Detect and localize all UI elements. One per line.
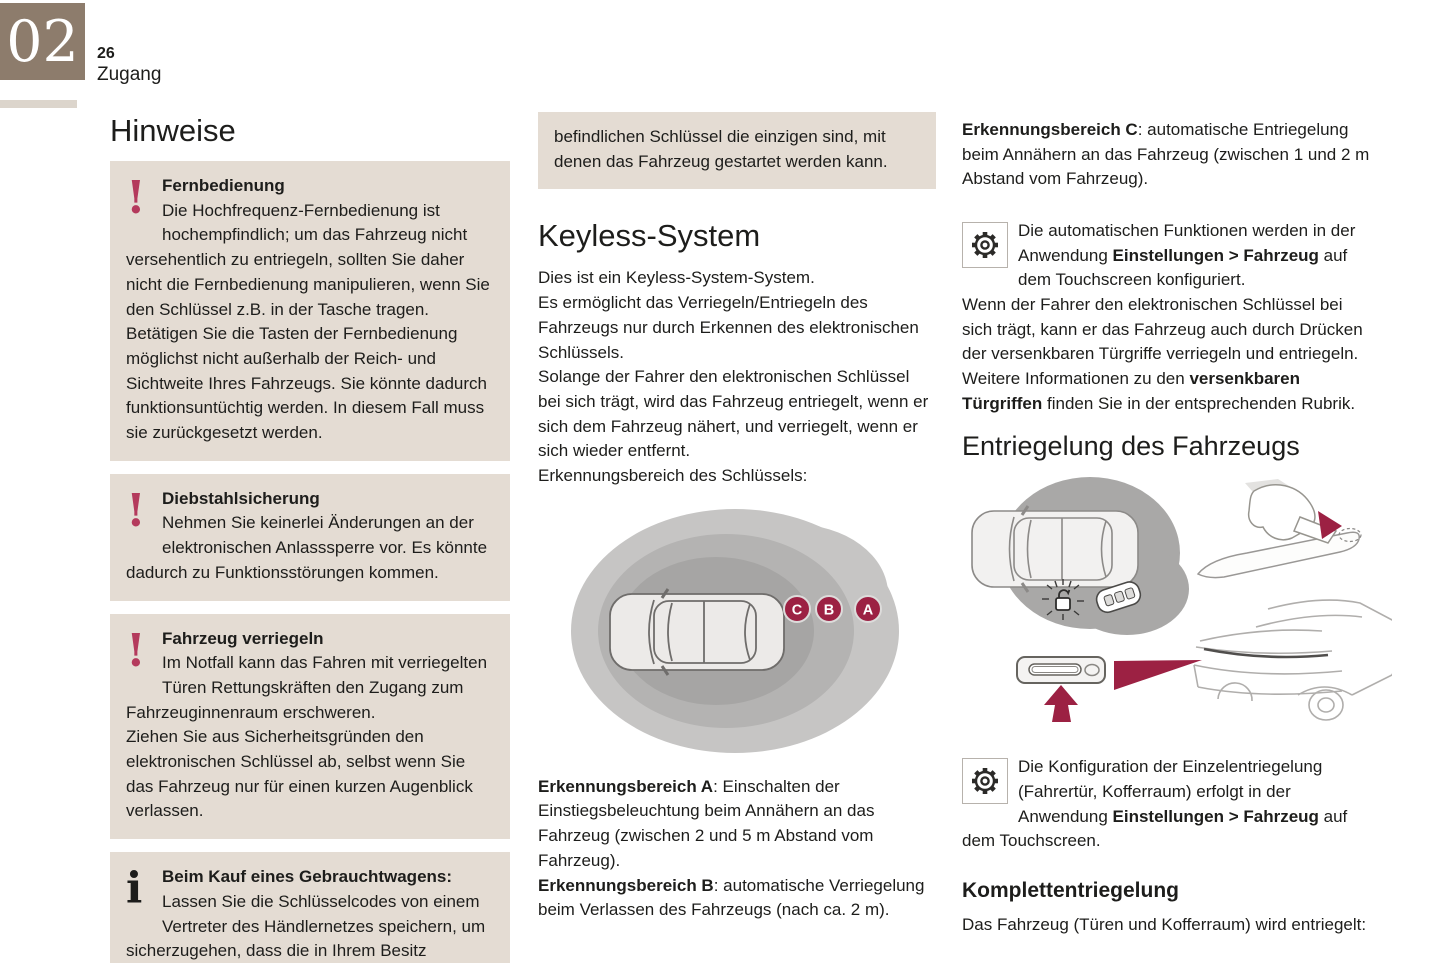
carryover-box: befindlichen Schlüssel die einzigen sind… bbox=[538, 112, 936, 190]
keyless-intro: Dies ist ein Keyless-System-System. Es e… bbox=[538, 268, 929, 486]
zone-badge-b: B bbox=[815, 594, 843, 623]
zone-c-description: Erkennungsbereich C: automatische Entrie… bbox=[962, 120, 1370, 189]
carryover-text: befindlichen Schlüssel die einzigen sind… bbox=[554, 127, 888, 171]
hand-pressing-handle bbox=[1196, 479, 1362, 579]
note-title: Diebstahlsicherung bbox=[162, 488, 320, 508]
info-box-gebrauchtwagen: i Beim Kauf eines Gebrauchtwagens: Lasse… bbox=[110, 852, 510, 963]
heading-keyless-system: Keyless-System bbox=[538, 218, 761, 254]
unlock-padlock-icon bbox=[1042, 579, 1084, 621]
zone-badge-a: A bbox=[854, 594, 882, 623]
note-body: Nehmen Sie keinerlei Änderungen an der e… bbox=[126, 513, 488, 582]
car-top-view bbox=[609, 587, 785, 676]
column-right: Erkennungsbereich C: automatische Entrie… bbox=[962, 118, 1401, 938]
keyless-zones-figure: C B A bbox=[538, 499, 936, 772]
heading-hinweise: Hinweise bbox=[110, 113, 236, 148]
heading-entriegelung: Entriegelung des Fahrzeugs bbox=[962, 431, 1300, 462]
warning-box-diebstahlsicherung: ! Diebstahlsicherung Nehmen Sie keinerle… bbox=[110, 473, 510, 601]
config-note-2: Die Konfiguration der Einzelentriegelung… bbox=[962, 757, 1348, 851]
taillight-band bbox=[1203, 648, 1329, 659]
key-fob-icon bbox=[1095, 581, 1142, 614]
warning-exclamation-icon: ! bbox=[126, 623, 146, 677]
unlock-up-arrow bbox=[1044, 685, 1078, 723]
section-title: Zugang bbox=[97, 64, 162, 85]
warning-box-fernbedienung: ! Fernbedienung Die Hochfrequenz-Fernbed… bbox=[110, 161, 510, 461]
zone-c-label: Erkennungsbereich C bbox=[962, 120, 1138, 139]
handle-closeup bbox=[1016, 656, 1106, 723]
zone-badge-c: C bbox=[783, 594, 811, 623]
right-mirror bbox=[660, 664, 670, 676]
config-note: Die automatischen Funktionen werden in d… bbox=[962, 194, 1376, 293]
note-title: Fahrzeug verriegeln bbox=[162, 628, 324, 648]
left-mirror bbox=[660, 587, 670, 599]
svg-text:A: A bbox=[863, 602, 874, 618]
gear-icon bbox=[962, 221, 1008, 268]
press-arrow bbox=[1318, 511, 1342, 540]
svg-text:B: B bbox=[824, 602, 834, 618]
zone-b-label: Erkennungsbereich B bbox=[538, 875, 714, 895]
page-header: 26 Zugang bbox=[97, 44, 161, 86]
keyless-doors-paragraph: Wenn der Fahrer den elektronischen Schlü… bbox=[962, 294, 1363, 413]
note-title: Fernbedienung bbox=[162, 176, 285, 195]
column-middle: befindlichen Schlüssel die einzigen sind… bbox=[538, 112, 936, 923]
gear-icon bbox=[962, 758, 1008, 805]
unlock-illustration bbox=[971, 477, 1401, 723]
door-handle-blade bbox=[1196, 531, 1360, 579]
chapter-number: 02 bbox=[6, 9, 79, 75]
heading-komplettentriegelung: Komplettentriegelung bbox=[962, 878, 1180, 902]
warning-exclamation-icon: ! bbox=[126, 483, 146, 537]
trunk-wedge-arrow bbox=[1114, 660, 1202, 691]
zone-b-description: Erkennungsbereich B: automatische Verrie… bbox=[538, 875, 925, 920]
car-rear-sketch bbox=[1193, 599, 1401, 722]
car-top-view-small bbox=[971, 505, 1139, 594]
note-body: Lassen Sie die Schlüsselcodes von einem … bbox=[126, 891, 486, 961]
page-number: 26 bbox=[97, 45, 115, 62]
note-title: Beim Kauf eines Gebrauchtwagens: bbox=[162, 867, 453, 887]
warning-box-fahrzeug-verriegeln: ! Fahrzeug verriegeln Im Notfall kann da… bbox=[110, 613, 510, 840]
svg-text:C: C bbox=[792, 602, 803, 618]
chapter-tab: 02 bbox=[0, 3, 85, 80]
info-icon: i bbox=[126, 864, 143, 915]
note-body: Die Hochfrequenz-Fernbedienung ist hoche… bbox=[126, 200, 490, 443]
unlock-figure bbox=[962, 471, 1401, 728]
keyless-zones-illustration: C B A bbox=[571, 508, 899, 753]
warning-exclamation-icon: ! bbox=[126, 171, 146, 224]
chapter-tab-shadow bbox=[0, 100, 77, 108]
komplettentriegelung-text: Das Fahrzeug (Türen und Kofferraum) wird… bbox=[962, 914, 1367, 934]
note-body: Im Notfall kann das Fahren mit verriegel… bbox=[126, 653, 488, 821]
zone-a-description: Erkennungsbereich A: Einschalten der Ein… bbox=[538, 776, 875, 870]
column-left: Hinweise ! Fernbedienung Die Hochfrequen… bbox=[110, 112, 510, 963]
zone-a-label: Erkennungsbereich A bbox=[538, 776, 714, 796]
